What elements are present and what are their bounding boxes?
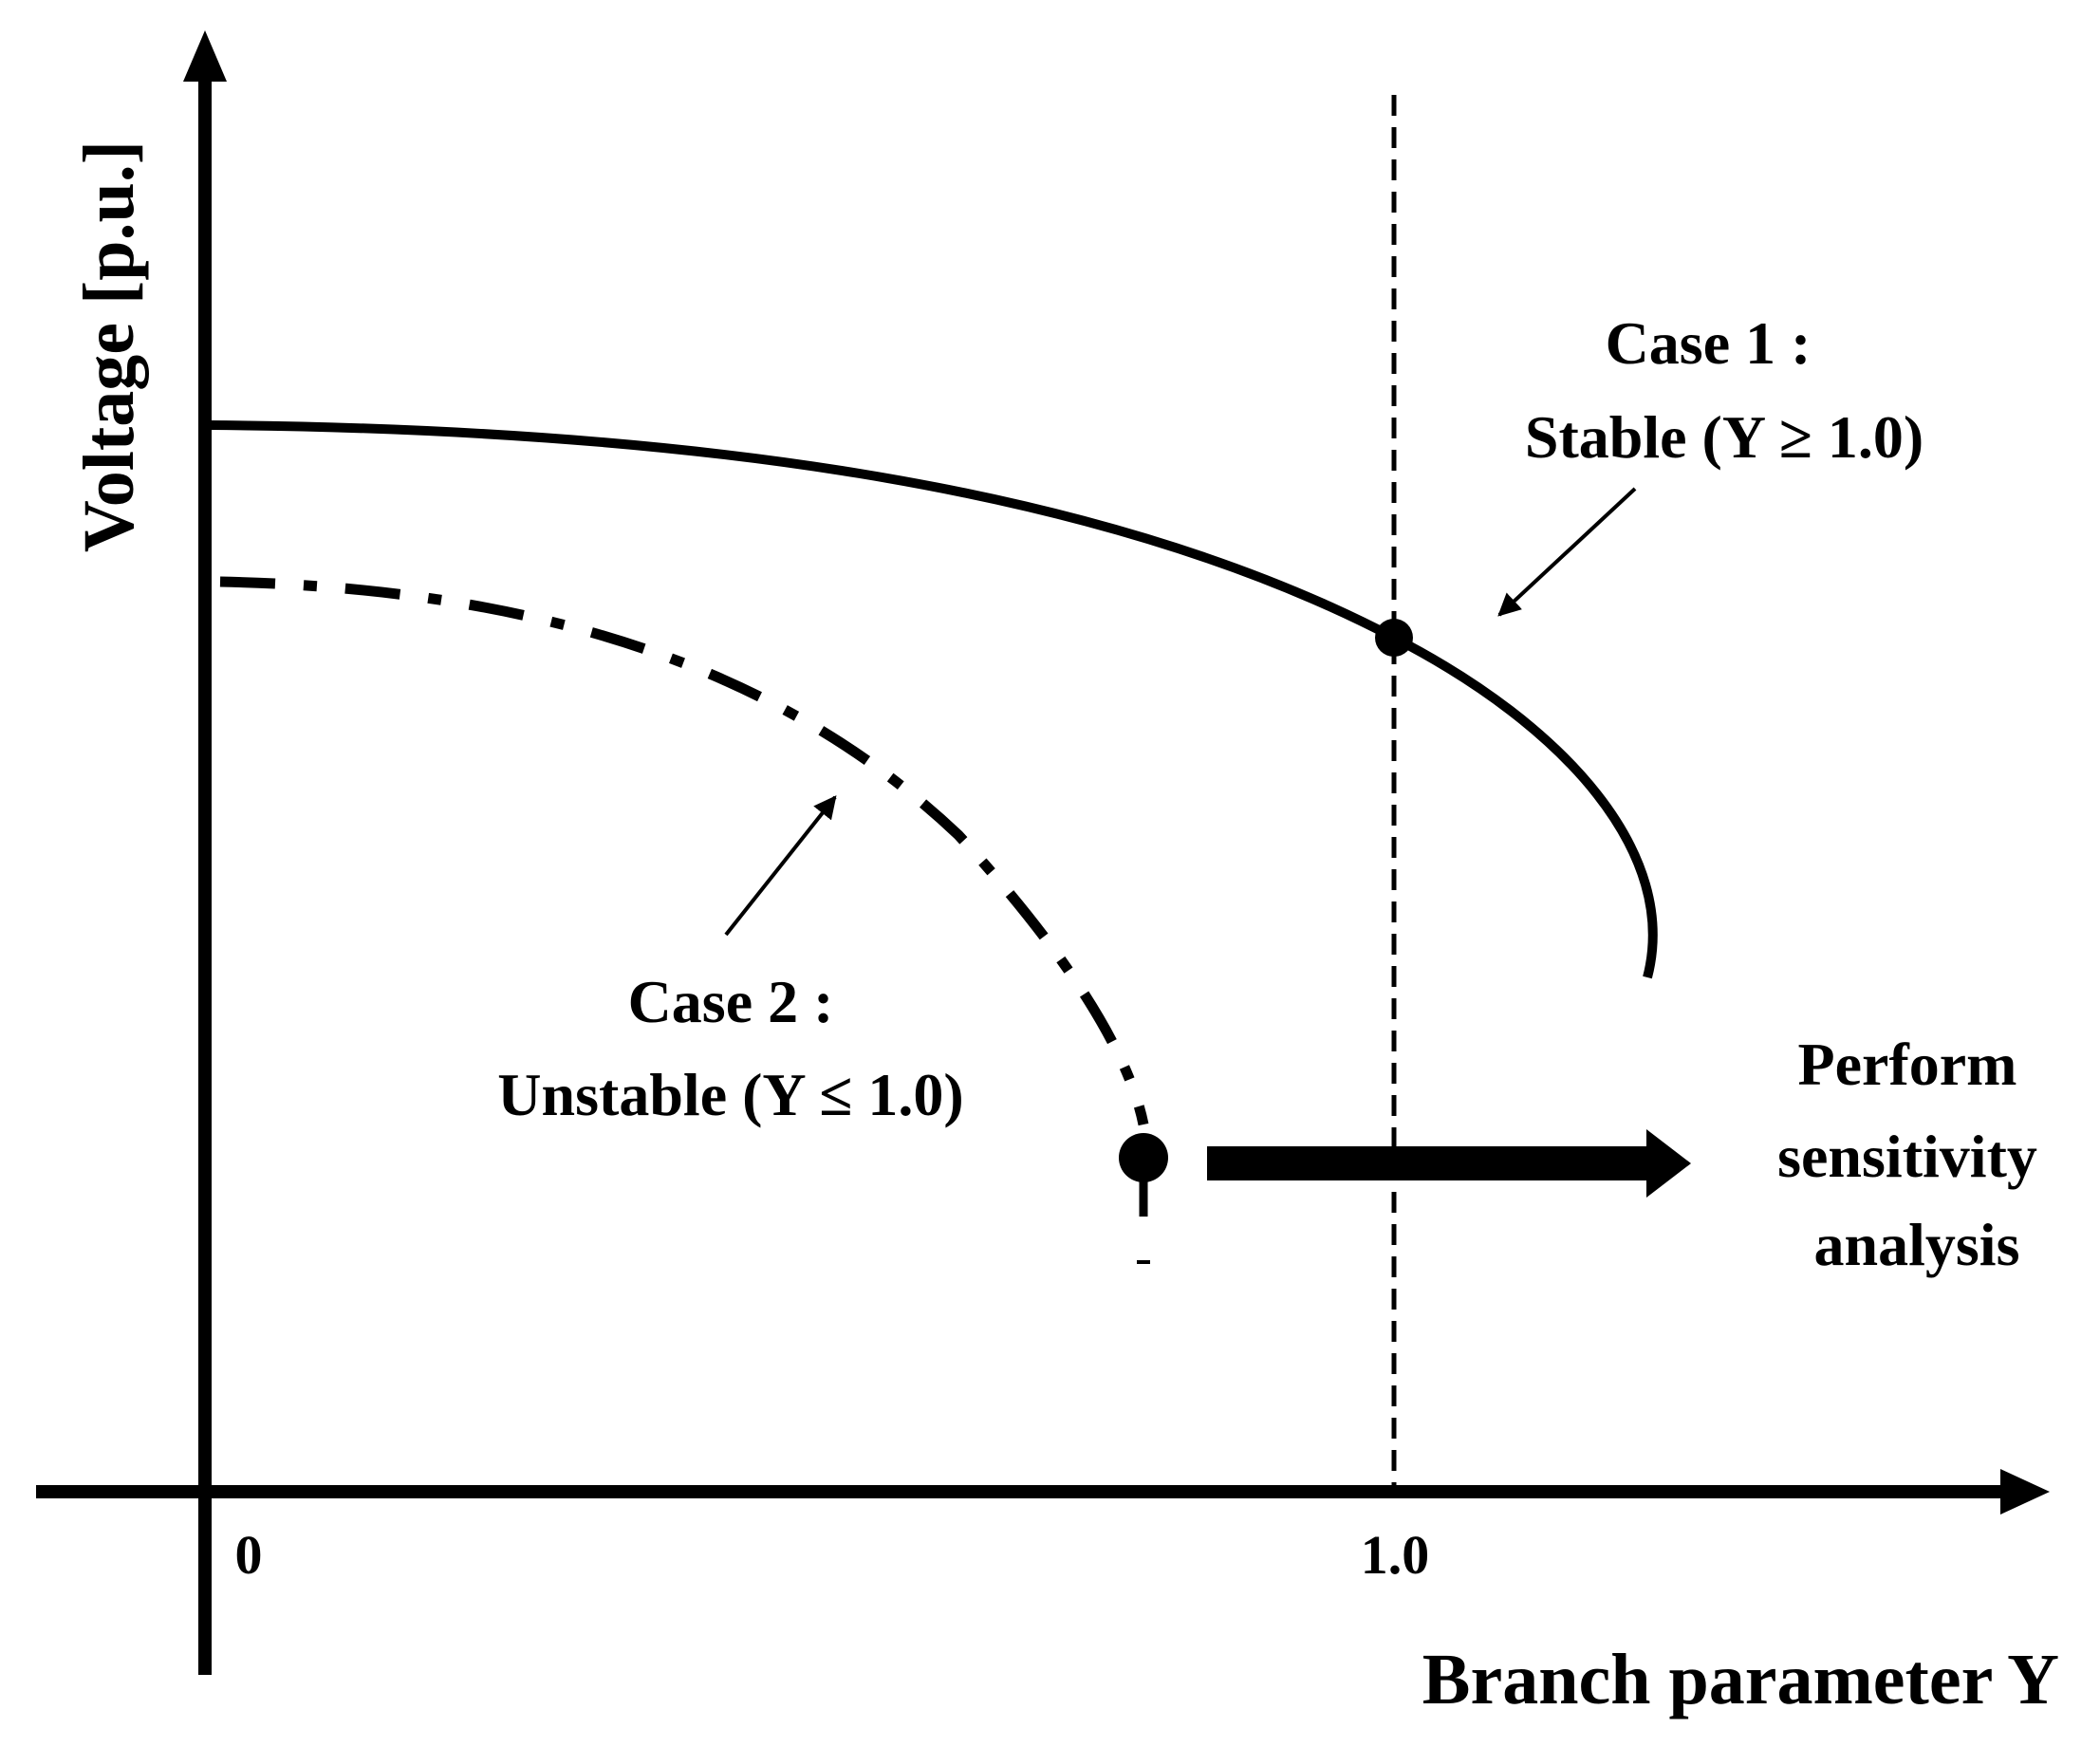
- action-line-1: Perform: [1798, 1031, 2017, 1098]
- x-origin-tick-label: 0: [235, 1524, 263, 1586]
- case2-unstable-curve: [219, 576, 1149, 1126]
- case2-collapse-point: [1119, 1133, 1168, 1182]
- y-axis-label: Voltage [p.u.]: [69, 140, 149, 552]
- action-line-3: analysis: [1814, 1211, 2020, 1278]
- sensitivity-action-arrow: [1207, 1129, 1691, 1198]
- x-axis: [36, 1469, 2050, 1515]
- x-one-tick-label: 1.0: [1361, 1524, 1430, 1586]
- case2-pointer-arrow: [724, 795, 837, 937]
- case1-pointer-arrow: [1497, 487, 1637, 617]
- y-axis: [183, 30, 227, 1675]
- x-axis-arrowhead: [2000, 1469, 2050, 1515]
- case2-title: Case 2 :: [628, 968, 834, 1035]
- case1-operating-point: [1375, 619, 1413, 657]
- x-axis-label: Branch parameter Y: [1422, 1640, 2059, 1719]
- action-line-2: sensitivity: [1777, 1123, 2037, 1190]
- y-axis-arrowhead: [183, 30, 227, 82]
- case1-title: Case 1 :: [1606, 309, 1812, 377]
- case1-stable-curve: [210, 420, 1658, 979]
- case2-description: Unstable (Y ≤ 1.0): [497, 1061, 963, 1128]
- case1-description: Stable (Y ≥ 1.0): [1525, 403, 1923, 471]
